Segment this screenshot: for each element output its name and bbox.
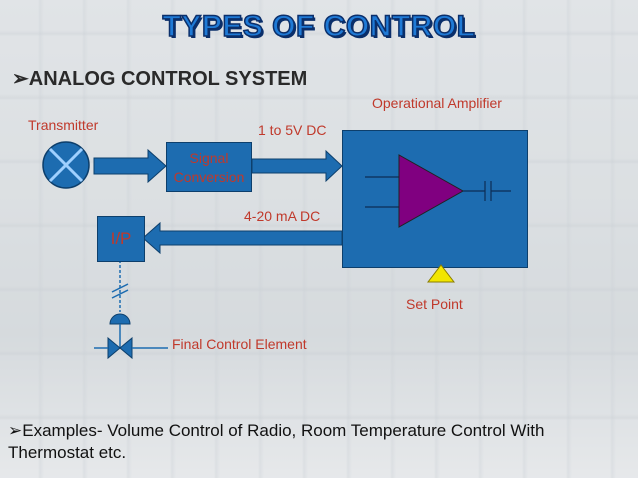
current-range-label: 4-20 mA DC: [244, 208, 321, 224]
signal-to-opamp-arrow: [251, 149, 343, 183]
ip-converter-block: I/P: [97, 216, 145, 262]
transmitter-label: Transmitter: [28, 117, 99, 133]
transmitter-symbol: [42, 141, 90, 189]
examples-bullet-arrow: ➢: [8, 421, 23, 440]
set-point-label: Set Point: [406, 296, 463, 312]
heading-bullet-arrow: ➢: [12, 68, 29, 90]
page-title: TYPES OF CONTROL: [162, 9, 476, 44]
examples-bullet-item: ➢Examples- Volume Control of Radio, Room…: [8, 420, 608, 464]
transmitter-to-signal-arrow: [93, 148, 167, 184]
final-control-element-label: Final Control Element: [172, 336, 307, 352]
control-valve-icon: [94, 313, 168, 360]
signal-conversion-line-1: Signal: [189, 150, 229, 166]
signal-conversion-line-2: Conversion: [173, 169, 245, 185]
heading-text: ANALOG CONTROL SYSTEM: [28, 68, 308, 90]
voltage-range-label: 1 to 5V DC: [258, 122, 327, 138]
operational-amplifier-block: [342, 130, 528, 268]
ip-to-valve-line: [111, 260, 129, 312]
op-amp-label: Operational Amplifier: [372, 95, 502, 111]
examples-text: Examples- Volume Control of Radio, Room …: [8, 421, 545, 462]
op-amp-symbol: [365, 154, 511, 228]
set-point-marker-icon: [426, 264, 456, 283]
opamp-to-ip-arrow: [142, 221, 343, 255]
signal-conversion-block: Signal Conversion: [166, 142, 252, 192]
heading-bullet-item: ➢ANALOG CONTROL SYSTEM: [12, 66, 307, 91]
